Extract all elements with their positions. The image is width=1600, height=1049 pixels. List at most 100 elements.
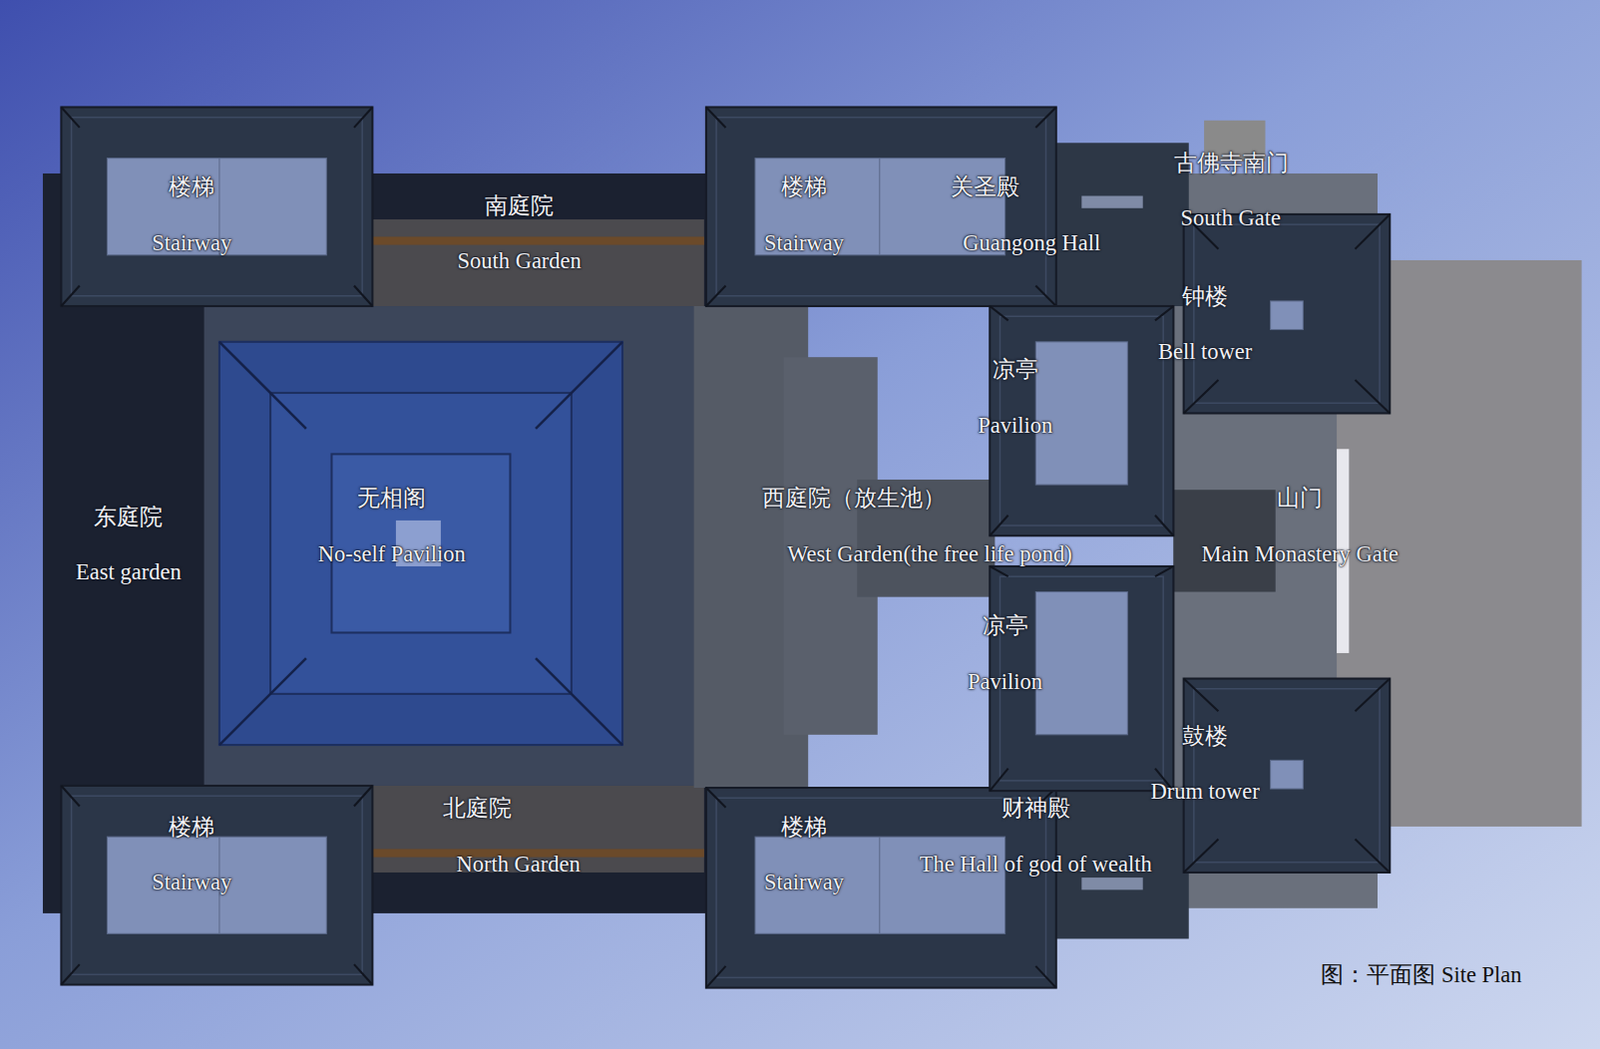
roof-hip: [1035, 286, 1056, 307]
roof-skylight: [1035, 592, 1128, 736]
area-label: 古佛寺南门: [1174, 148, 1289, 176]
area-label: 关圣殿: [950, 173, 1020, 201]
area-label: South Garden: [456, 246, 581, 274]
roof-hip: [1354, 838, 1390, 873]
area-label: No-self Pavilion: [318, 539, 466, 567]
garden-strip: [372, 219, 704, 307]
area-label: 鼓楼: [1182, 722, 1228, 750]
roof-outline: [60, 786, 373, 986]
roof-hip: [535, 658, 623, 746]
roof-skylight: [106, 836, 327, 934]
roof-hip: [989, 515, 1008, 536]
area-label: Bell tower: [1158, 338, 1252, 366]
roof-hip: [1354, 380, 1390, 414]
roof-hip: [1354, 679, 1390, 713]
area-label: Stairway: [151, 228, 232, 256]
connector-roof: [1056, 142, 1190, 307]
roof-eave: [1194, 224, 1380, 403]
roof-outline: [1184, 214, 1391, 414]
roof-hip: [60, 786, 79, 806]
area-label: 西庭院（放生池）: [762, 484, 946, 512]
roof-eave: [71, 796, 364, 975]
roof-hip: [1035, 106, 1056, 127]
roof: [706, 106, 1057, 307]
area-label: Drum tower: [1150, 778, 1259, 805]
courtyard-paving: [204, 306, 705, 787]
roof-eave: [1194, 689, 1380, 863]
roof-eave: [716, 798, 1046, 978]
roof-hip: [354, 786, 373, 806]
roof-hip: [1184, 679, 1219, 713]
roof-hip: [354, 106, 373, 127]
roof-hip: [219, 658, 307, 746]
area-label: 财神殿: [1001, 795, 1071, 822]
garden-bed: [372, 236, 704, 245]
roof-hip: [1184, 838, 1219, 873]
roof-outline: [60, 106, 373, 307]
area-label: 楼梯: [781, 812, 827, 840]
roof-tier: [219, 342, 623, 746]
roof-hip: [1184, 380, 1219, 414]
area-label: 北庭院: [442, 795, 512, 822]
roof-outline: [1184, 679, 1391, 873]
area-label: Stairway: [151, 868, 232, 896]
divider: [878, 836, 880, 934]
roof-outline: [706, 106, 1057, 307]
roof-hip: [1155, 566, 1174, 577]
roof-hip: [989, 306, 1008, 321]
area-label: Stairway: [764, 228, 844, 256]
area-label: The Hall of god of wealth: [919, 849, 1153, 877]
area-label: 凉亭: [992, 356, 1039, 384]
roof-hip: [989, 769, 1008, 793]
area-label: East garden: [75, 558, 182, 586]
area-label: 楼梯: [781, 173, 827, 201]
pavilion-roof: [219, 342, 623, 746]
area-label: 东庭院: [93, 502, 163, 530]
roof-hip: [354, 286, 373, 307]
roof: [60, 106, 373, 307]
area-label: 钟楼: [1182, 282, 1228, 310]
area-label: Guangong Hall: [962, 228, 1101, 256]
roof-hip: [1155, 306, 1174, 321]
roof-hip: [1155, 515, 1174, 536]
area-label: 山门: [1276, 484, 1323, 512]
area-label: West Garden(the free life pond): [787, 539, 1073, 567]
area-label: 楼梯: [168, 173, 215, 201]
roof-hip: [1354, 214, 1390, 250]
area-label: 凉亭: [982, 612, 1029, 640]
roof-hip: [706, 106, 727, 127]
roof-skylight: [1270, 760, 1304, 790]
roof-hip: [706, 788, 727, 808]
divider: [878, 158, 880, 256]
area-label: Main Monastery Gate: [1201, 539, 1399, 567]
caption: 图：平面图 Site Plan: [1320, 961, 1522, 989]
area-label: Pavilion: [977, 410, 1053, 438]
roof-hip: [535, 342, 623, 429]
roof-hip: [706, 286, 727, 307]
connector-skylight: [1081, 195, 1143, 208]
roof: [60, 786, 373, 986]
roof-hip: [706, 966, 727, 989]
area-label: 无相阁: [357, 484, 426, 512]
roof-hip: [989, 566, 1008, 577]
area-label: Stairway: [764, 868, 844, 896]
roof-skylight: [1270, 301, 1304, 331]
roof-hip: [354, 964, 373, 985]
roof-skylight: [106, 158, 327, 256]
roof-hip: [60, 286, 79, 307]
roof-hip: [219, 342, 307, 429]
roof-hip: [60, 964, 79, 985]
area-label: South Gate: [1180, 203, 1281, 231]
roof-eave: [71, 117, 364, 297]
roof-eave: [716, 117, 1046, 297]
area-label: 南庭院: [484, 191, 554, 219]
roof-tier: [270, 393, 572, 695]
roof: [1184, 679, 1391, 873]
roof-hip: [60, 106, 79, 127]
roof: [1184, 214, 1391, 414]
area-label: 楼梯: [168, 812, 215, 840]
area-label: Pavilion: [967, 667, 1043, 695]
area-label: North Garden: [455, 849, 580, 877]
